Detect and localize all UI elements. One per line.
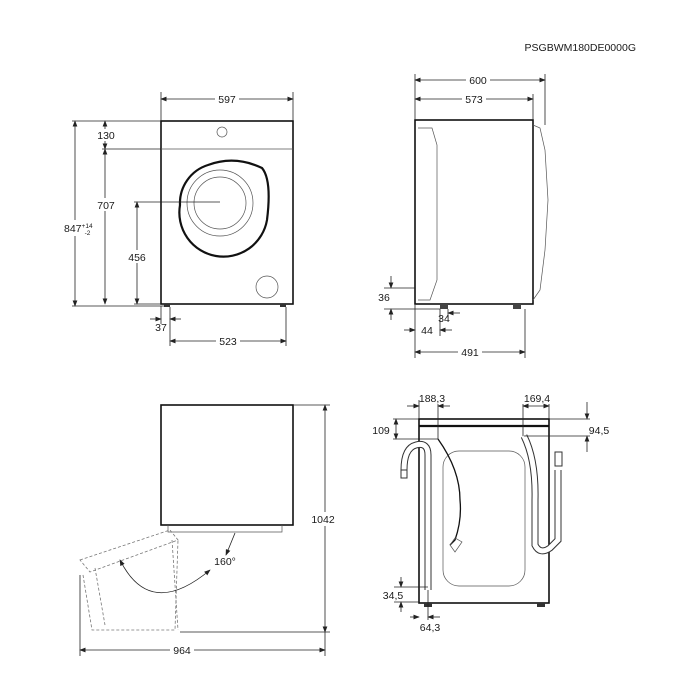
- drain-hose: [521, 434, 561, 554]
- side-rear-panel: [418, 127, 438, 301]
- foot-right: [280, 304, 286, 307]
- door-ring: [186, 169, 254, 237]
- dim-456: 456: [128, 252, 146, 264]
- power-plug-icon: [449, 537, 463, 553]
- dim-169-4: 169,4: [524, 393, 550, 405]
- dim-573: 573: [465, 94, 483, 106]
- dim-109: 109: [372, 425, 390, 437]
- inlet-hose: [401, 442, 431, 590]
- filter-cap-icon: [255, 275, 279, 299]
- door-hinge-plate: [167, 525, 283, 533]
- foot-left: [164, 304, 170, 307]
- dim-188-3: 188,3: [419, 393, 445, 405]
- dim-491: 491: [461, 347, 479, 359]
- model-code: PSGBWM180DE0000G: [525, 42, 636, 54]
- side-foot-front: [513, 304, 521, 309]
- dim-34: 34: [438, 313, 450, 325]
- dim-37: 37: [155, 322, 167, 334]
- dim-width-597: 597: [218, 94, 236, 106]
- door-angle-arc: [119, 559, 211, 593]
- rear-view: 188,3 169,4 109 94,5 34,5 64,3: [372, 393, 609, 634]
- door-open-outline: [79, 529, 179, 573]
- side-body: [414, 119, 534, 305]
- dim-36: 36: [378, 292, 390, 304]
- front-view: 597 847+14-2 130 707 456 37 523: [62, 92, 294, 348]
- door-open-view: 160° 1042 964: [79, 404, 337, 657]
- dim-height-847: 847+14-2: [64, 223, 93, 237]
- door-glass: [193, 176, 247, 230]
- door-outline: [178, 159, 270, 258]
- dim-964: 964: [173, 645, 191, 657]
- dim-34-5: 34,5: [383, 590, 404, 602]
- dim-64-3: 64,3: [420, 622, 441, 634]
- dim-523: 523: [219, 336, 237, 348]
- power-cable: [437, 438, 462, 546]
- front-body: [160, 120, 294, 305]
- side-door-profile: [532, 124, 549, 301]
- dim-44: 44: [421, 325, 433, 337]
- door-swing-outline: [82, 539, 179, 631]
- dim-707: 707: [97, 200, 115, 212]
- top-body: [160, 404, 294, 526]
- side-view: 600 573 36 34 44 491: [378, 73, 549, 359]
- program-knob-icon: [216, 126, 228, 138]
- rear-panel: [442, 450, 526, 587]
- dim-94-5: 94,5: [589, 425, 610, 437]
- dim-1042: 1042: [311, 514, 335, 526]
- dim-130: 130: [97, 130, 115, 142]
- dim-600: 600: [469, 75, 487, 87]
- door-angle-160: 160°: [214, 556, 236, 568]
- side-foot-rear: [440, 304, 448, 309]
